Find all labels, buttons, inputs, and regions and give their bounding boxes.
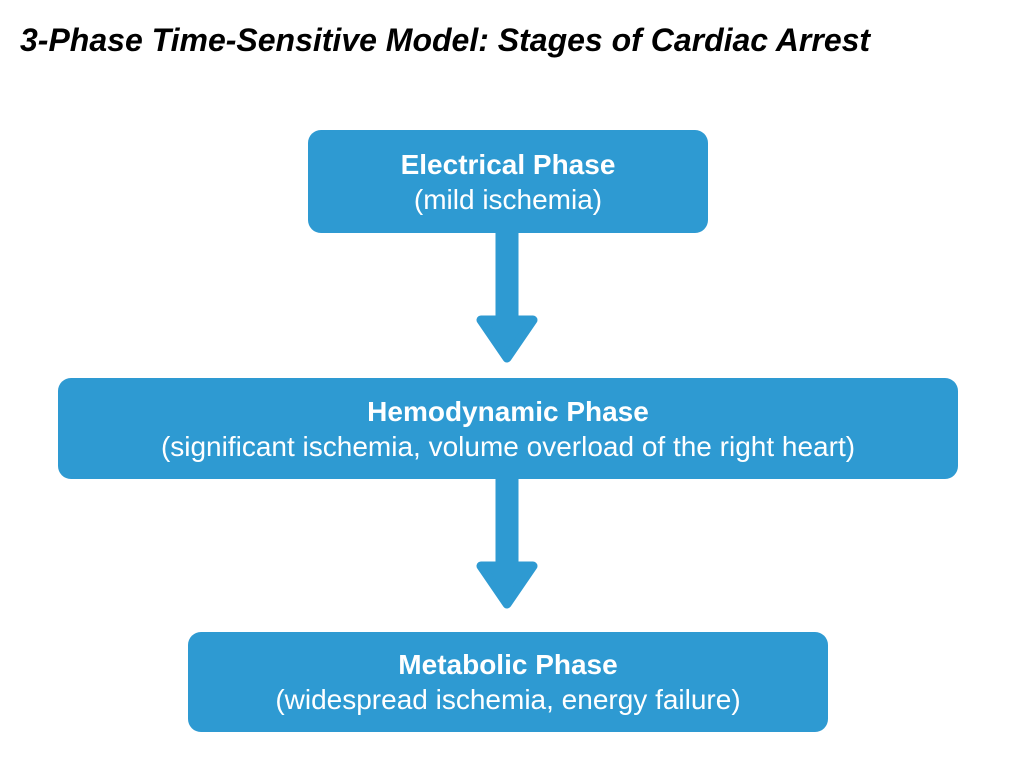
stage-box-hemodynamic-phase: Hemodynamic Phase (significant ischemia,… [58,378,958,479]
stage-box-electrical-phase: Electrical Phase (mild ischemia) [308,130,708,233]
stage-box-metabolic-phase: Metabolic Phase (widespread ischemia, en… [188,632,828,732]
arrow-down-icon [472,232,542,366]
stage-name-electrical: Electrical Phase [400,148,616,180]
stage-detail-hemodynamic: (significant ischemia, volume overload o… [160,430,856,462]
stage-name-metabolic: Metabolic Phase [398,649,618,680]
stage-detail-electrical: (mild ischemia) [413,183,603,215]
diagram-title: 3-Phase Time-Sensitive Model: Stages of … [20,22,871,58]
stage-name-hemodynamic: Hemodynamic Phase [367,395,649,427]
stage-detail-metabolic: (widespread ischemia, energy failure) [275,684,741,715]
arrow-down-icon [472,478,542,612]
